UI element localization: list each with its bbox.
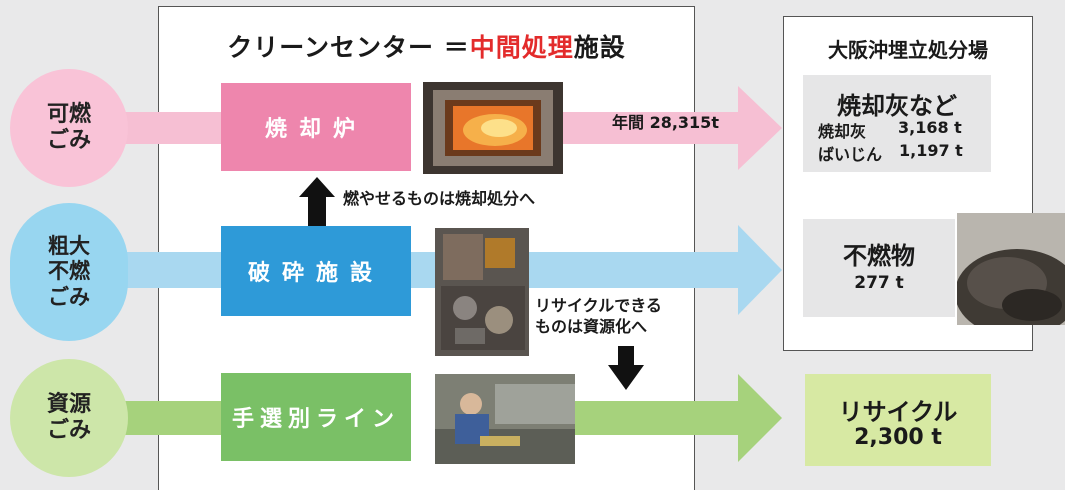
center-title: クリーンセンター ＝中間処理施設 (158, 28, 695, 64)
nonburnable-title: 不燃物 (843, 242, 915, 270)
nonburnable-box (803, 219, 955, 317)
recycle-box (805, 374, 991, 466)
incinerator-photo (423, 82, 563, 174)
green-flow-band-left (120, 401, 221, 435)
green-flow-arrowhead (738, 374, 782, 462)
ash-title: 焼却灰など (837, 92, 957, 120)
pink-flow-arrowhead (738, 86, 782, 170)
source-burnable: 可燃 ごみ (10, 69, 128, 187)
ash-box (803, 75, 991, 172)
blue-flow-band-mid (411, 252, 435, 288)
ash-item2-value: 1,197 t (899, 141, 963, 160)
down-arrow (608, 346, 644, 390)
source-bulky-nonburnable: 粗大 不燃 ごみ (10, 203, 128, 341)
pink-flow-band-right (563, 112, 748, 144)
source-recyclable: 資源 ごみ (10, 359, 128, 477)
ash-item2-label: ばいじん (818, 145, 883, 164)
nonburnable-value: 277 t (854, 273, 904, 293)
ash-item1-value: 3,168 t (898, 118, 962, 137)
annual-amount-label: 年間 28,315t (612, 113, 719, 132)
burnable-note: 燃やせるものは焼却処分へ (343, 189, 536, 208)
blue-flow-arrowhead (738, 225, 782, 315)
up-arrow (299, 177, 335, 226)
crusher-photo (435, 228, 529, 356)
landfill-gravel-photo (957, 213, 1065, 325)
recyclable-note: リサイクルできる ものは資源化へ (535, 296, 662, 336)
blue-flow-band-left (120, 252, 221, 288)
center-title-post: 施設 (573, 33, 626, 62)
recycle-title: リサイクル (838, 398, 958, 426)
process-crusher: 破砕施設 (221, 226, 411, 316)
green-flow-band-right (575, 401, 748, 435)
center-title-highlight: 中間処理 (469, 33, 574, 62)
recycle-value: 2,300 t (854, 425, 942, 450)
landfill-title: 大阪沖埋立処分場 (828, 38, 988, 62)
pink-flow-band-left (120, 112, 221, 144)
hand-sorting-photo (435, 374, 575, 464)
ash-item1-label: 焼却灰 (818, 122, 867, 141)
process-incinerator: 焼却炉 (221, 83, 411, 171)
process-hand-sorting: 手選別ライン (221, 373, 411, 461)
center-title-pre: クリーンセンター ＝ (227, 33, 470, 62)
blue-flow-band-right (529, 252, 748, 288)
